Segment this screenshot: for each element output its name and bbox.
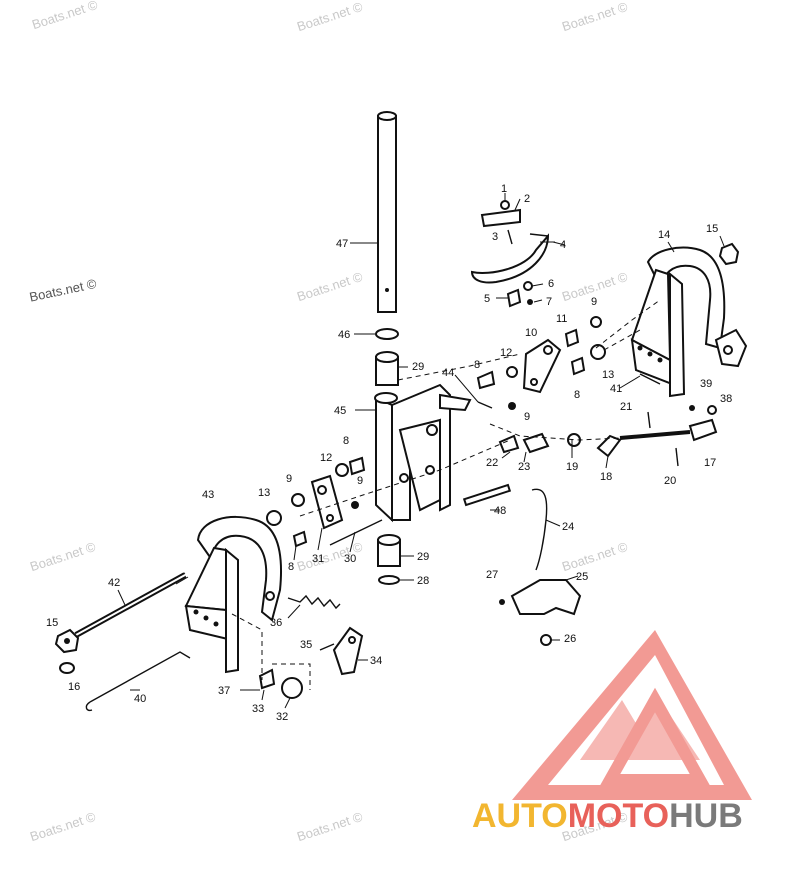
steering-shaft [350,111,397,313]
part-labels: 1 2 3 4 5 6 7 8 8 8 8 9 9 9 9 10 11 12 1… [46,183,732,723]
part-label: 17 [704,457,716,469]
part-label: 43 [202,489,214,501]
part-label: 45 [334,405,346,417]
part-label: 27 [486,569,498,581]
part-label: 7 [546,296,552,308]
part-label: 30 [344,553,356,565]
part-label: 4 [560,239,566,251]
part-label: 46 [338,329,350,341]
tilt-plate [310,474,344,530]
part-label: 33 [252,703,264,715]
part-label: 38 [720,393,732,405]
part-label: 11 [556,313,567,325]
part-label: 29 [417,551,429,563]
part-label: 39 [700,378,712,390]
part-label: 10 [525,327,537,339]
washer [335,463,349,477]
logo-auto: AUTO [472,797,568,835]
bushing [375,351,399,386]
part-label: 41 [610,383,622,395]
transom-bracket-right [630,246,748,398]
knob [281,677,303,699]
shift-lever [510,579,582,616]
part-label: 44 [442,367,454,379]
part-label: 8 [574,389,580,401]
part-label: 47 [336,238,348,250]
part-label: 35 [300,639,312,651]
part-label: 13 [602,369,614,381]
nut [718,242,740,266]
part-label: 12 [320,452,332,464]
part-label: 23 [518,461,530,473]
tilt-plate-right [522,338,562,394]
part-label: 48 [494,505,506,517]
part-label: 20 [664,475,676,487]
part-label: 19 [566,461,578,473]
link-rod [619,418,718,442]
part-label: 9 [286,473,292,485]
pin [329,519,383,546]
bolt [348,456,366,476]
decal [462,483,512,507]
part-label: 31 [312,553,324,565]
part-label: 42 [108,577,120,589]
transom-bracket-left [184,515,282,674]
part-label: 6 [548,278,554,290]
lever [522,432,550,454]
part-label: 8 [474,359,480,371]
logo-hub: HUB [669,797,743,835]
plate [480,208,521,228]
part-label: 22 [486,457,498,469]
tilt-rod [89,651,191,703]
part-label: 18 [600,471,612,483]
part-label: 2 [524,193,530,205]
bushing-lower [377,534,401,567]
swivel-bracket [374,383,472,523]
part-label: 9 [524,411,530,423]
logo-mark [512,630,752,800]
part-label: 14 [658,229,670,241]
part-label: 34 [370,655,382,667]
part-label: 12 [500,347,512,359]
part-label: 26 [564,633,576,645]
lever [596,434,622,458]
part-label: 15 [46,617,58,629]
cap [59,662,75,674]
part-label: 37 [218,685,230,697]
part-label: 32 [276,711,288,723]
part-label: 8 [288,561,294,573]
part-label: 15 [706,223,718,235]
part-label: 5 [484,293,490,305]
part-label: 28 [417,575,429,587]
part-label: 40 [134,693,146,705]
part-label: 25 [576,571,588,583]
nut [54,628,80,654]
cable [531,488,548,571]
part-label: 36 [270,617,282,629]
logo-wordmark: AUTOMOTOHUB [472,797,743,836]
part-label: 13 [258,487,270,499]
part-label: 3 [492,231,498,243]
part-label: 1 [501,183,507,195]
part-label: 24 [562,521,574,533]
spring [287,594,341,610]
part-label: 16 [68,681,80,693]
part-label: 8 [343,435,349,447]
part-label: 9 [591,296,597,308]
o-ring [378,575,400,585]
screw [258,668,276,690]
part-label: 29 [412,361,424,373]
washer [375,328,399,340]
logo-moto: MOTO [567,797,670,835]
part-label: 21 [620,401,632,413]
part-label: 9 [357,475,363,487]
friction-shoe [470,233,550,284]
tilt-tube [74,572,189,638]
tilt-lock [332,626,364,676]
